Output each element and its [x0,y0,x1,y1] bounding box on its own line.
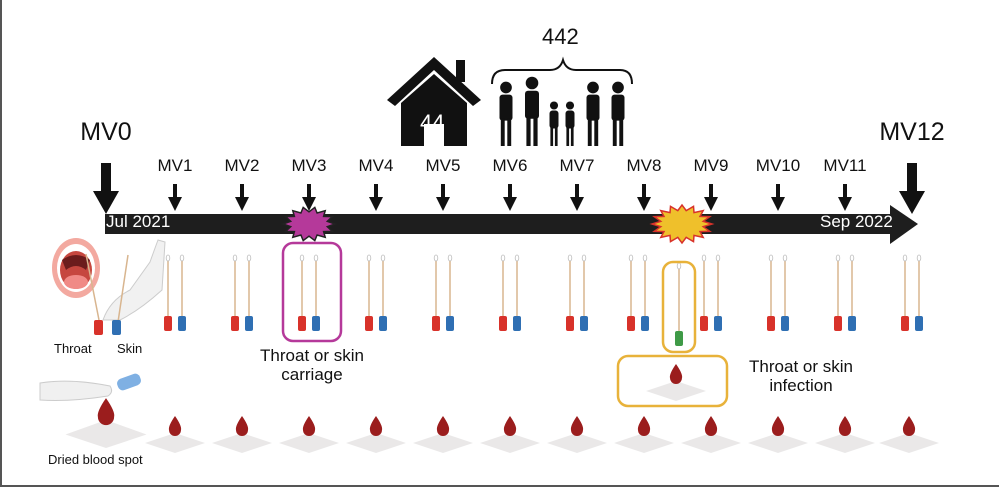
skin-swab-6 [513,254,521,331]
throat-swab-9 [700,254,708,331]
skin-swab-7 [580,254,588,331]
end-date-label: Sep 2022 [820,212,893,231]
blood-spot-12 [879,416,939,453]
throat-swab-8 [627,254,635,331]
blood-spot-1 [145,416,205,453]
visit-arrow-9 [704,184,718,211]
blood-spot-8 [614,416,674,453]
throat-swab-1 [164,254,172,331]
throat-swab-2 [231,254,239,331]
visit-arrow-2 [235,184,249,211]
house-icon [387,57,481,146]
visit-label-mv3: MV3 [291,156,327,175]
blood-spot-2 [212,416,272,453]
throat-swab-11 [834,254,842,331]
infection-swab [675,262,683,346]
throat-swab-12 [901,254,909,331]
households-count: 44 [420,110,445,135]
visit-label-mv9: MV9 [693,156,729,175]
blood-spot-9 [681,416,741,453]
infection-swab-highlight-box [661,260,697,354]
infection-blood-highlight-box [616,354,729,408]
skin-swab-1 [178,254,186,331]
visit-arrow-1 [168,184,182,211]
throat-swab-7 [566,254,574,331]
skin-swab-2 [245,254,253,331]
carriage-burst [280,206,338,242]
skin-swab-4 [379,254,387,331]
throat-swab-5 [432,254,440,331]
blood-spot-10 [748,416,808,453]
hand-icon [102,239,166,323]
start-date-label: Jul 2021 [106,212,171,231]
skin-swab-12 [915,254,923,331]
visit-arrow-10 [771,184,785,211]
skin-swab-11 [848,254,856,331]
throat-swab-3 [298,254,306,331]
carriage-label-line2: carriage [281,365,343,384]
skin-swab-9 [714,254,722,331]
skin-swab-3 [312,254,320,331]
family-icon [499,76,625,146]
open-mouth-icon [52,238,100,321]
visit-arrow-7 [570,184,584,211]
skin-swab-8 [641,254,649,331]
carriage-label-line1: Throat or skin [260,346,364,365]
finger-prick-icon [39,373,141,401]
visit-arrow-4 [369,184,383,211]
visit-arrow-6 [503,184,517,211]
infection-label-line2: infection [769,376,833,395]
visit-arrow-5 [436,184,450,211]
throat-swab-4 [365,254,373,331]
throat-label: Throat [54,341,92,356]
participants-count: 442 [542,24,579,49]
visit-arrow-8 [637,184,651,211]
visit-label-mv2: MV2 [224,156,260,175]
visit-label-mv8: MV8 [626,156,662,175]
skin-swab-10 [781,254,789,331]
infection-label: Throat or skin infection [749,357,853,395]
blood-spot-0 [65,398,147,449]
visit-arrow-11 [838,184,852,211]
throat-swab-10 [767,254,775,331]
brace [491,56,633,85]
throat-swab-tube [94,320,103,335]
visit-arrow-0 [93,163,119,214]
visit-arrow-12 [899,163,925,214]
skin-swab-5 [446,254,454,331]
infection-label-line1: Throat or skin [749,357,853,376]
visit-label-mv12: MV12 [879,118,945,146]
skin-label: Skin [117,341,143,356]
visit-label-mv0: MV0 [80,118,132,146]
infection-burst [649,203,715,245]
visit-label-mv10: MV10 [755,156,801,175]
blood-spot-3 [279,416,339,453]
skin-swab-tube [112,320,121,335]
dried-blood-spot-label: Dried blood spot [48,452,143,467]
blood-spot-5 [413,416,473,453]
blood-spot-11 [815,416,875,453]
carriage-highlight-box [281,241,343,343]
visit-label-mv7: MV7 [559,156,595,175]
blood-spot-6 [480,416,540,453]
visit-label-mv4: MV4 [358,156,394,175]
blood-spot-4 [346,416,406,453]
carriage-label: Throat or skin carriage [260,346,364,384]
visit-arrow-3 [302,184,316,211]
timeline-bar [105,205,918,244]
visit-label-mv6: MV6 [492,156,528,175]
infection-blood-spot [646,364,706,401]
visit-label-mv11: MV11 [823,156,867,175]
blood-spot-7 [547,416,607,453]
throat-swab-6 [499,254,507,331]
visit-label-mv5: MV5 [425,156,461,175]
visit-label-mv1: MV1 [157,156,193,175]
